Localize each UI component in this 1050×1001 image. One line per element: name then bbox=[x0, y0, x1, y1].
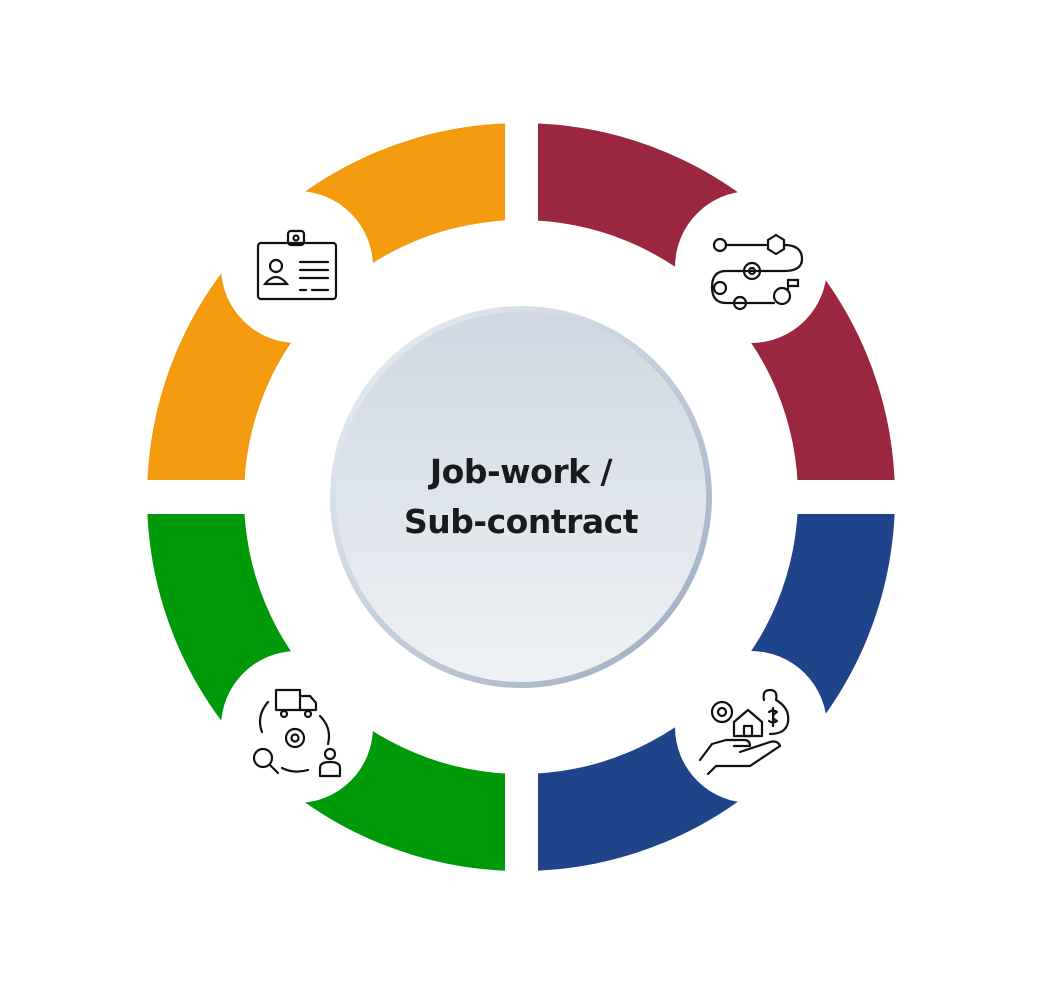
icon-badge-top-left bbox=[221, 191, 373, 343]
center-circle bbox=[336, 312, 706, 682]
center-title: Job-work / Sub-contract bbox=[331, 307, 711, 687]
segment-top-left bbox=[147, 123, 521, 497]
segment-bottom-right bbox=[521, 497, 895, 871]
icon-badge-top-right bbox=[675, 191, 827, 343]
segment-top-right bbox=[521, 123, 895, 497]
segment-bottom-left bbox=[147, 497, 521, 871]
center-title-line2: Sub-contract bbox=[404, 502, 638, 541]
hand-money-icon bbox=[698, 688, 790, 776]
supply-chain-icon bbox=[252, 688, 342, 778]
process-flow-icon bbox=[710, 233, 804, 311]
center-title-line1: Job-work / bbox=[429, 452, 613, 491]
id-card-icon bbox=[256, 229, 338, 301]
